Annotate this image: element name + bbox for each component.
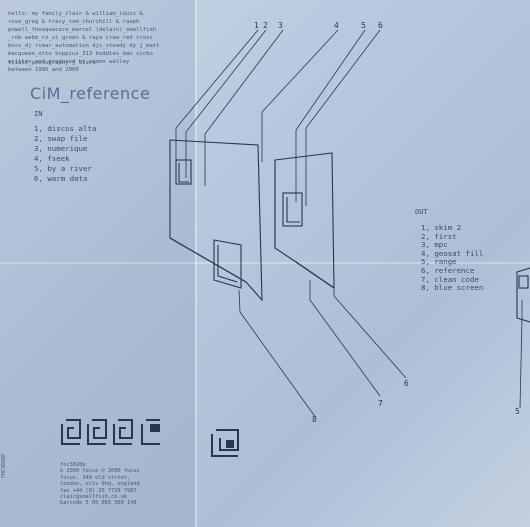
footer-line: © 2000 focus ℗ 2000 focus: [60, 468, 140, 475]
fold-line-vertical: [195, 0, 197, 527]
callout-label: 5: [361, 21, 366, 30]
written-line: between 1996 and 2000: [8, 67, 79, 73]
side-in-label: IN: [34, 110, 43, 118]
credit-line: rose_greg & tracy_tom_churchill & raaph: [8, 19, 140, 26]
track-item: 3, numerique: [34, 144, 88, 154]
side-in-tracklist: 1, discos alta 2, swap file 3, numerique…: [34, 124, 96, 185]
track-item: 4, fseek: [34, 154, 70, 164]
track-item: 2, swap file: [34, 134, 88, 144]
fold-line-horizontal: [0, 262, 530, 264]
credits-block: hello: my family_clair & william_louis &…: [8, 10, 193, 67]
album-title: CiM_reference: [30, 84, 151, 103]
written-by-block: written and produced by simon walley bet…: [8, 58, 129, 74]
callout-label: 2: [263, 21, 268, 30]
right-edge-fragment-shape: [516, 267, 530, 323]
footer-line: fax +44 (0) 20 7739 7987: [60, 487, 137, 494]
credit-line: macqueen_otto koppius_313 buddies_dan si…: [8, 51, 153, 58]
track-item: 4, geosat fill: [421, 248, 484, 258]
footer-line: foc3020p: [60, 462, 86, 468]
callout-label: 8: [312, 415, 317, 424]
footer-line: london, ec1v 9nq, england: [60, 481, 140, 488]
credit-line: hello: my family_clair & william_louis &: [8, 11, 143, 17]
lower-window-shape: [213, 239, 242, 289]
callout-label: 4: [334, 21, 339, 30]
credit-line: _rob webb_rz_si green & raya crew_red cr…: [8, 35, 153, 42]
callout-label: 6: [404, 379, 409, 388]
footer-line: barcode 5 05 065 500 148: [60, 500, 137, 507]
track-item: 3, mpc: [421, 240, 448, 250]
track-item: 1, discos alta: [34, 124, 97, 133]
callout-label: 3: [278, 21, 283, 30]
track-item: 5, by a river: [34, 164, 92, 174]
label-info-block: foc3020p © 2000 focus ℗ 2000 focus focus…: [60, 462, 140, 507]
track-item: 6, reference: [421, 265, 475, 275]
callout-label: 5: [515, 407, 520, 416]
track-item: 7, clean code: [421, 274, 479, 284]
footer-line: clair@smallfish.co.uk: [60, 494, 127, 501]
written-line: written and produced by simon walley: [8, 59, 130, 65]
credit-line: powell_theaquacare_marcel (delain)_small…: [8, 27, 157, 34]
callout-label: 6: [378, 21, 383, 30]
focus-logo-glyphs: [61, 419, 239, 457]
track-item: 8, blue screen: [421, 283, 484, 293]
footer-line: focus, 348 old street,: [60, 474, 131, 481]
callout-label: 1: [254, 21, 259, 30]
right-window-shape: [282, 192, 303, 227]
credit-line: tsiakt_photography j clark: [8, 59, 96, 66]
side-out-tracklist: 1, skim 2 2, first 3, mpc 4, geosat fill…: [421, 223, 484, 293]
catalogue-side-code: FOC3020P: [1, 453, 7, 478]
credit-line: boss_dj rimar_automation djs_steady dy j…: [8, 43, 160, 50]
track-item: 5, range: [421, 257, 457, 267]
track-item: 6, warm data: [34, 174, 88, 184]
side-out-label: OUT: [415, 208, 428, 216]
callout-label: 7: [378, 399, 383, 408]
panel-shade: [0, 0, 195, 527]
left-slab-shape: [169, 139, 263, 302]
left-window-shape: [175, 159, 192, 185]
track-item: 1, skim 2: [421, 223, 462, 232]
track-item: 2, first: [421, 231, 457, 241]
